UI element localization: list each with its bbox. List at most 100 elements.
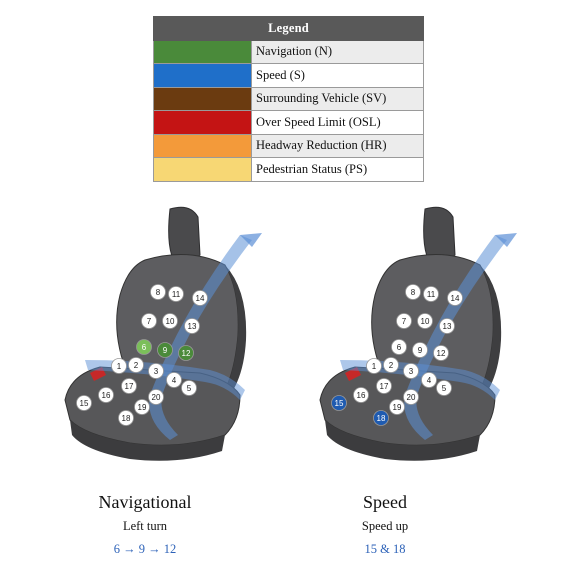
legend-label: Navigation (N) <box>251 39 424 64</box>
legend-row: Navigation (N) <box>153 39 424 64</box>
panel-subtitle: Speed up <box>361 519 409 533</box>
node-label-19: 19 <box>138 403 147 412</box>
panel-title: Navigational <box>98 492 192 512</box>
node-label-2: 2 <box>389 361 394 370</box>
legend-swatch-navigation <box>153 39 252 64</box>
node-2 <box>383 357 399 373</box>
panel-title: Speed <box>363 492 407 512</box>
node-label-15: 15 <box>335 399 344 408</box>
node-17 <box>121 378 137 394</box>
node-10 <box>162 313 178 329</box>
node-9 <box>157 342 173 358</box>
node-11 <box>423 286 439 302</box>
node-11 <box>168 286 184 302</box>
node-label-7: 7 <box>402 317 407 326</box>
node-5 <box>436 380 452 396</box>
node-label-12: 12 <box>437 349 446 358</box>
node-8 <box>405 284 421 300</box>
legend-swatch-over-speed-limit <box>153 110 252 135</box>
node-label-17: 17 <box>125 382 134 391</box>
node-13 <box>439 318 455 334</box>
node-2 <box>128 357 144 373</box>
node-label-3: 3 <box>154 367 159 376</box>
node-19 <box>389 399 405 415</box>
node-5 <box>181 380 197 396</box>
node-16 <box>353 387 369 403</box>
node-label-13: 13 <box>443 322 452 331</box>
node-label-9: 9 <box>418 346 423 355</box>
legend-label: Surrounding Vehicle (SV) <box>251 86 424 111</box>
node-1 <box>111 358 127 374</box>
node-label-4: 4 <box>427 376 432 385</box>
node-label-11: 11 <box>172 290 181 299</box>
node-12 <box>178 345 194 361</box>
node-18 <box>118 410 134 426</box>
node-15 <box>76 395 92 411</box>
node-label-6: 6 <box>397 343 402 352</box>
node-label-9: 9 <box>163 346 168 355</box>
node-label-1: 1 <box>372 362 377 371</box>
panel-sequence: 15 & 18 <box>364 542 406 556</box>
node-label-12: 12 <box>182 349 191 358</box>
node-7 <box>141 313 157 329</box>
node-20 <box>148 389 164 405</box>
node-8 <box>150 284 166 300</box>
node-14 <box>192 290 208 306</box>
node-label-18: 18 <box>122 414 131 423</box>
caption-speed: Speed Speed up 15 & 18 <box>300 492 470 557</box>
node-label-20: 20 <box>152 393 161 402</box>
node-19 <box>134 399 150 415</box>
node-label-20: 20 <box>407 393 416 402</box>
panel-sequence: 6 → 9 → 12 <box>113 542 177 556</box>
node-14 <box>447 290 463 306</box>
node-13 <box>184 318 200 334</box>
legend-swatch-surrounding-vehicle <box>153 86 252 111</box>
legend-swatch-pedestrian-status <box>153 157 252 182</box>
node-label-17: 17 <box>380 382 389 391</box>
node-15 <box>331 395 347 411</box>
node-label-5: 5 <box>442 384 447 393</box>
legend-label: Headway Reduction (HR) <box>251 133 424 158</box>
legend-label: Speed (S) <box>251 63 424 88</box>
node-label-10: 10 <box>166 317 175 326</box>
node-label-16: 16 <box>357 391 366 400</box>
node-label-19: 19 <box>393 403 402 412</box>
node-18 <box>373 410 389 426</box>
node-label-14: 14 <box>196 294 205 303</box>
node-label-6: 6 <box>142 343 147 352</box>
legend-label: Pedestrian Status (PS) <box>251 157 424 182</box>
node-label-11: 11 <box>427 290 436 299</box>
legend-row: Speed (S) <box>153 63 424 88</box>
node-label-7: 7 <box>147 317 152 326</box>
node-20 <box>403 389 419 405</box>
legend-label: Over Speed Limit (OSL) <box>251 110 424 135</box>
legend-row: Headway Reduction (HR) <box>153 133 424 158</box>
node-7 <box>396 313 412 329</box>
node-9 <box>412 342 428 358</box>
node-label-3: 3 <box>409 367 414 376</box>
legend-row: Over Speed Limit (OSL) <box>153 110 424 135</box>
node-16 <box>98 387 114 403</box>
node-label-10: 10 <box>421 317 430 326</box>
caption-navigational: Navigational Left turn 6 → 9 → 12 <box>60 492 230 557</box>
node-label-18: 18 <box>377 414 386 423</box>
node-label-1: 1 <box>117 362 122 371</box>
node-3 <box>148 363 164 379</box>
legend-swatch-headway-reduction <box>153 133 252 158</box>
node-4 <box>421 372 437 388</box>
node-12 <box>433 345 449 361</box>
legend-swatch-speed <box>153 63 252 88</box>
node-label-8: 8 <box>411 288 416 297</box>
node-label-2: 2 <box>134 361 139 370</box>
node-label-13: 13 <box>188 322 197 331</box>
node-10 <box>417 313 433 329</box>
node-6 <box>136 339 152 355</box>
node-4 <box>166 372 182 388</box>
legend-title: Legend <box>153 16 424 41</box>
legend-row: Pedestrian Status (PS) <box>153 157 424 182</box>
node-17 <box>376 378 392 394</box>
legend-table: Legend Navigation (N) Speed (S) Surround… <box>153 16 424 182</box>
legend-row: Surrounding Vehicle (SV) <box>153 86 424 111</box>
